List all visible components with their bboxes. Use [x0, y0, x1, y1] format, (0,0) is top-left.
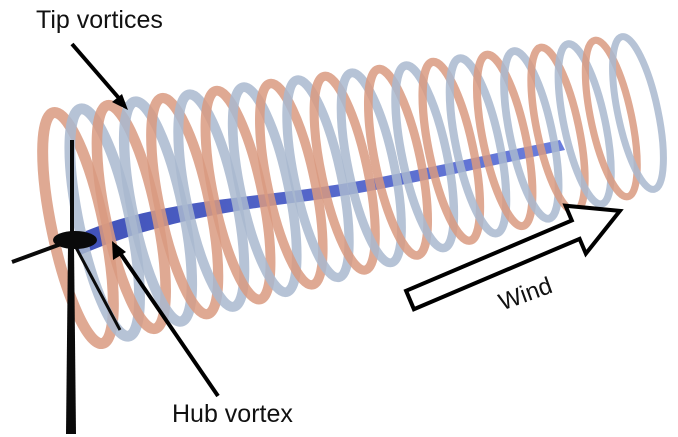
- hub-vortex-label: Hub vortex: [172, 400, 293, 429]
- tip-vortices-label: Tip vortices: [36, 6, 163, 35]
- tip-vortices-pointer: [72, 44, 124, 104]
- tip-vortex-helix: [28, 33, 674, 349]
